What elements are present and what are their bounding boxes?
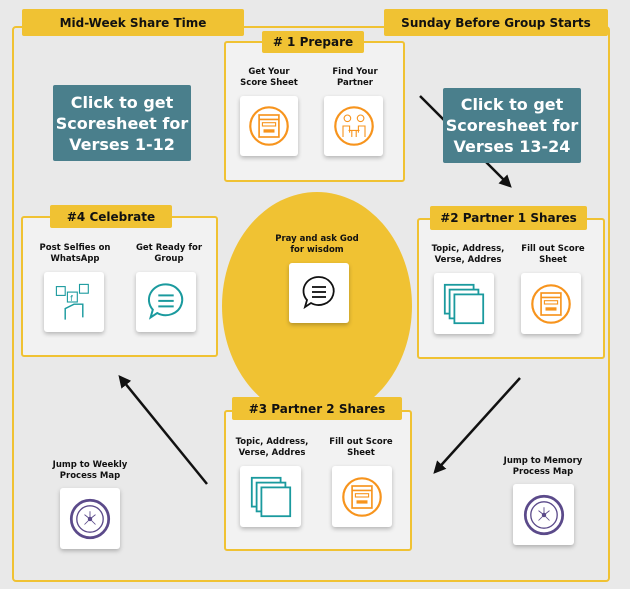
partner2-topic-card[interactable] — [240, 466, 301, 527]
network-icon — [68, 497, 112, 541]
partner1-score-card[interactable] — [521, 273, 581, 334]
pages-icon — [440, 280, 488, 328]
pray-card[interactable] — [289, 263, 349, 323]
celebrate-title: #4 Celebrate — [50, 205, 172, 228]
partner-icon — [332, 104, 376, 148]
prepare-title: # 1 Prepare — [262, 31, 364, 53]
pray-label: Pray and ask God for wisdom — [275, 234, 359, 255]
find-partner-label: Find Your Partner — [332, 67, 378, 88]
score-sheet-icon — [247, 104, 291, 148]
partner1-topic-label: Topic, Address, Verse, Addres — [431, 244, 505, 265]
midweek-label: Mid-Week Share Time — [22, 9, 244, 36]
weekly-map-button[interactable] — [60, 488, 120, 549]
sunday-label: Sunday Before Group Starts — [384, 9, 608, 36]
scoresheet-13-24-button[interactable]: Click to get Scoresheet for Verses 13-24 — [443, 88, 581, 163]
get-score-sheet-label: Get Your Score Sheet — [240, 67, 298, 88]
outer-frame — [12, 26, 610, 582]
get-ready-card[interactable] — [136, 272, 196, 332]
score-sheet-icon — [529, 282, 573, 326]
post-selfies-label: Post Selfies on WhatsApp — [39, 243, 111, 264]
social-media-icon — [52, 280, 96, 324]
selfies-card[interactable] — [44, 272, 104, 332]
weekly-map-label: Jump to Weekly Process Map — [52, 460, 128, 481]
partner2-topic-label: Topic, Address, Verse, Addres — [235, 437, 309, 458]
partner2-title: #3 Partner 2 Shares — [232, 397, 402, 420]
arrow-partner2-to-celebrate — [118, 375, 208, 485]
chat-bubble-icon — [299, 273, 339, 313]
score-sheet-card[interactable] — [240, 96, 298, 156]
partner1-title: #2 Partner 1 Shares — [430, 206, 587, 230]
score-sheet-icon — [340, 475, 384, 519]
find-partner-card[interactable] — [324, 96, 383, 156]
arrow-partner1-to-partner2 — [433, 377, 521, 474]
get-ready-label: Get Ready for Group — [135, 243, 203, 264]
partner1-fill-label: Fill out Score Sheet — [521, 244, 585, 265]
partner2-score-card[interactable] — [332, 466, 392, 527]
partner2-fill-label: Fill out Score Sheet — [329, 437, 393, 458]
memory-map-label: Jump to Memory Process Map — [503, 456, 583, 477]
pages-icon — [247, 473, 295, 521]
chat-bubble-icon — [144, 280, 188, 324]
partner1-topic-card[interactable] — [434, 273, 494, 334]
network-icon — [522, 493, 566, 537]
memory-map-button[interactable] — [513, 484, 574, 545]
scoresheet-1-12-button[interactable]: Click to get Scoresheet for Verses 1-12 — [53, 85, 191, 161]
